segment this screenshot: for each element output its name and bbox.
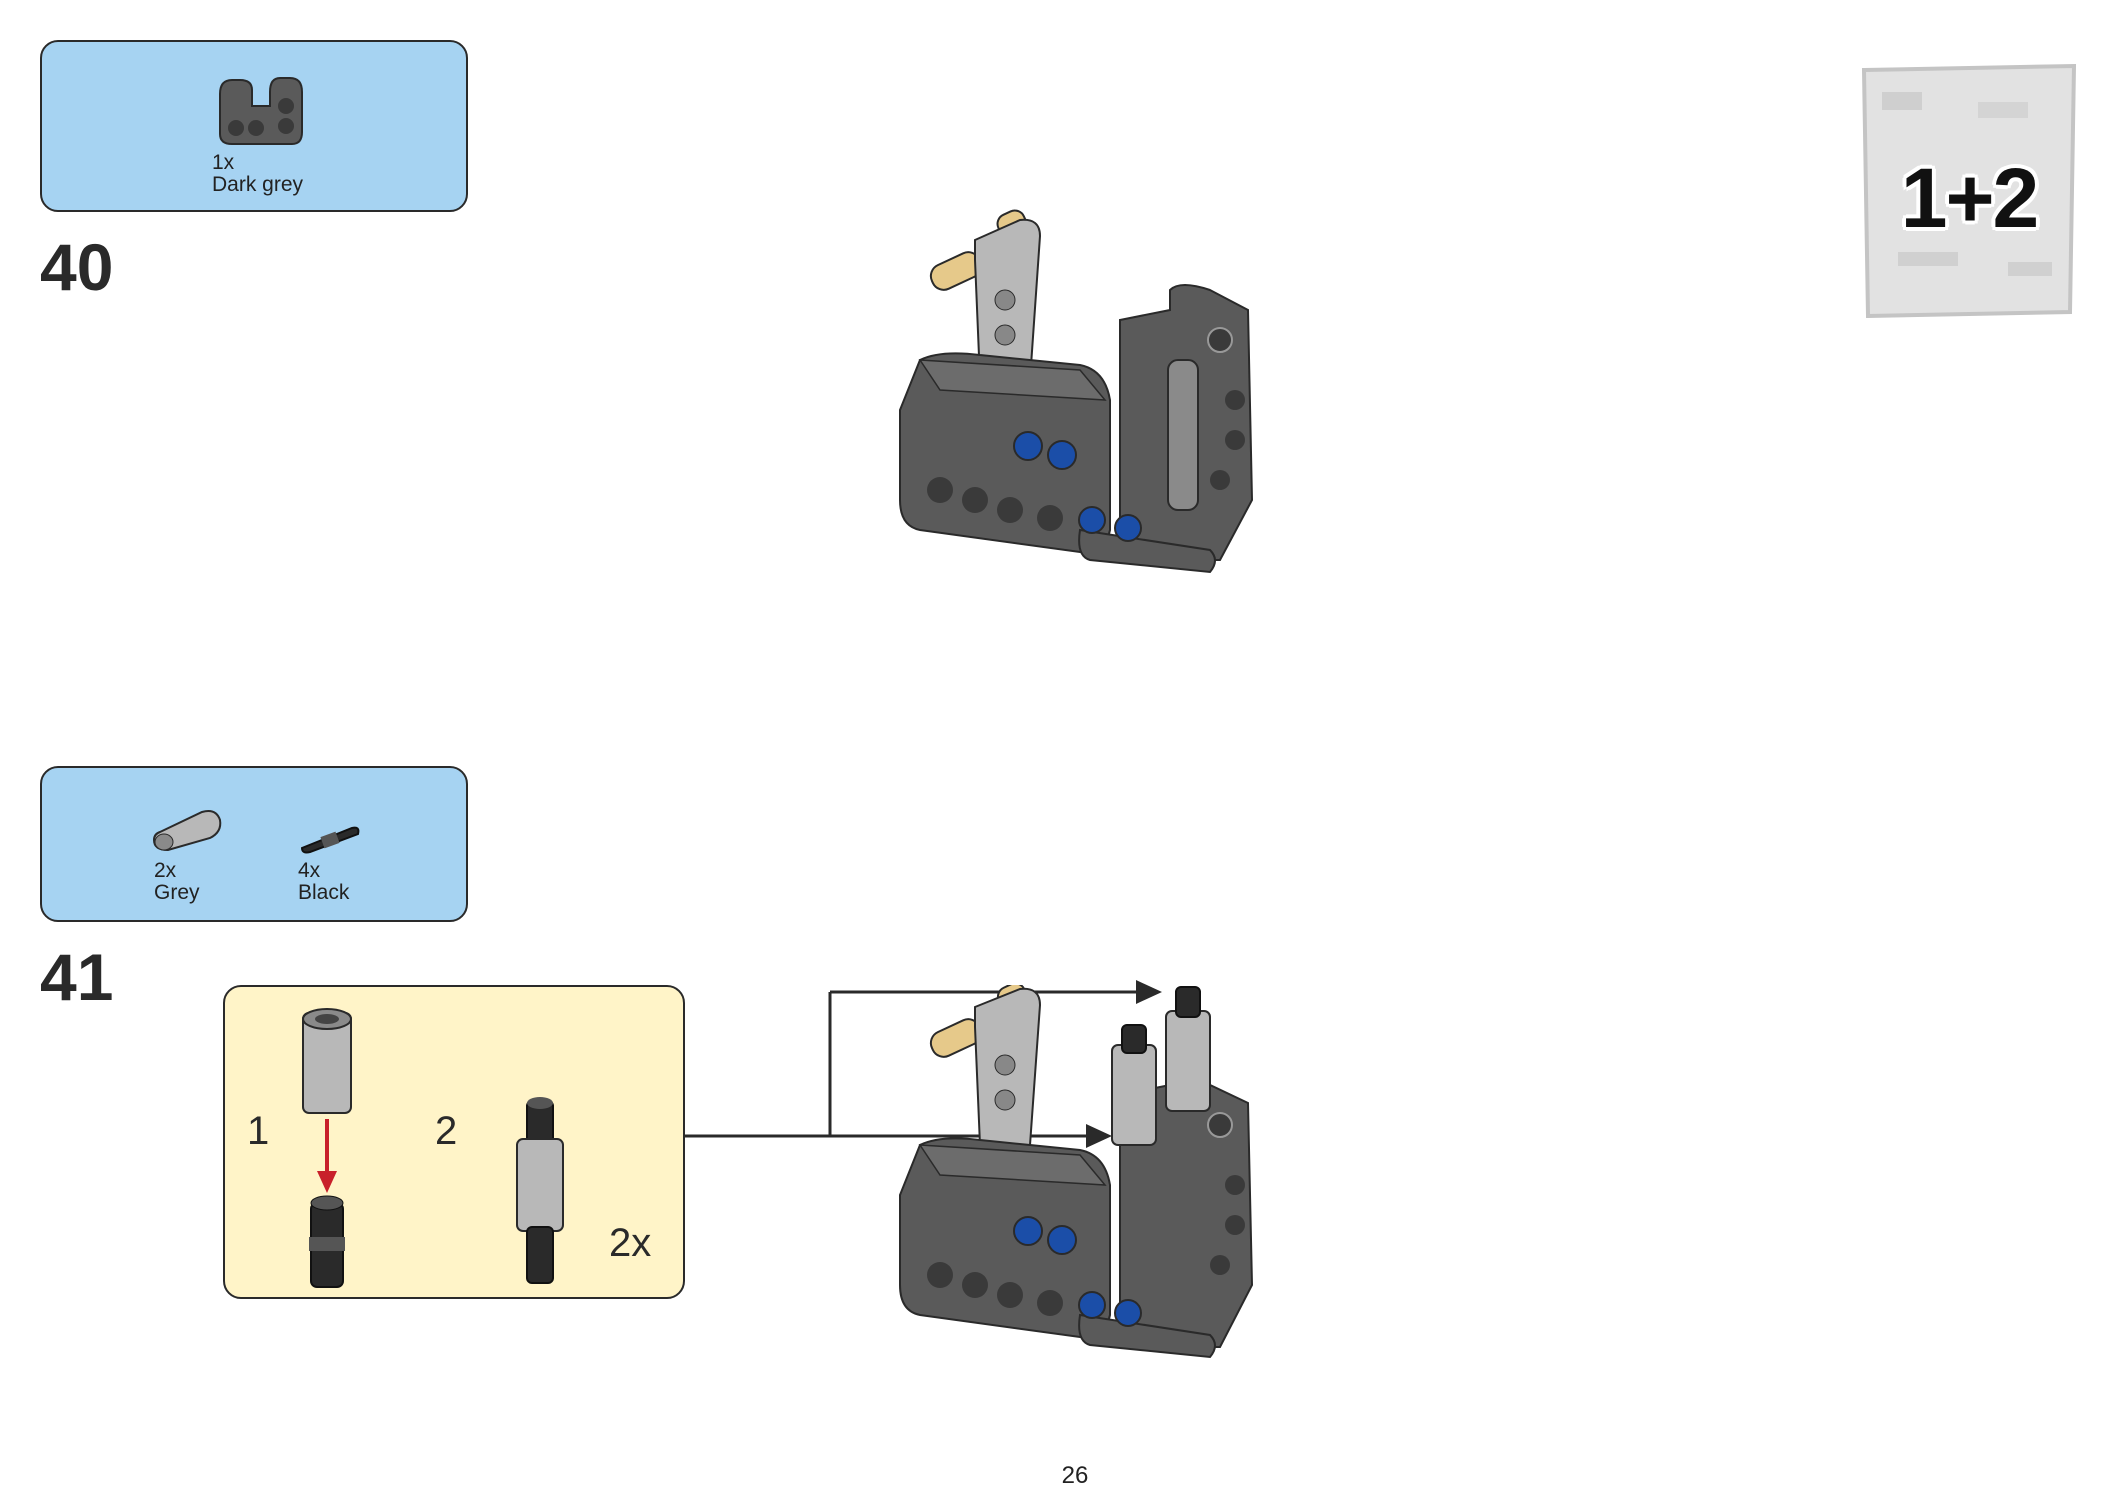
part-color: Grey [154, 881, 200, 904]
part-qty: 2x [154, 859, 177, 882]
parts-box-step-41: 2x Grey 4x Black [40, 766, 468, 922]
step-number-41: 41 [40, 940, 114, 1014]
pin-connector-icon [219, 77, 303, 145]
sub-assembly-callout: 1 2 2x [223, 985, 685, 1299]
part-qty: 1x [212, 151, 235, 174]
bag-number-label: 1+2 [1900, 151, 2040, 245]
sub-step-2-illustration [516, 1097, 564, 1284]
parts-bag-icon [1861, 63, 2077, 318]
axle-connector-icon [152, 810, 222, 852]
step-number-40: 40 [40, 230, 114, 304]
callout-connector-arrows [684, 980, 1162, 1148]
part-color: Black [298, 881, 350, 904]
callout-multiplier: 2x [609, 1221, 652, 1265]
part-qty: 4x [298, 859, 321, 882]
model-assembly-step-41 [899, 985, 1254, 1359]
sub-step-number-1: 1 [247, 1109, 270, 1153]
part-color: Dark grey [212, 173, 304, 196]
page-number: 26 [1061, 1462, 1089, 1489]
friction-pin-icon [300, 826, 360, 854]
sub-step-number-2: 2 [435, 1109, 458, 1153]
parts-box-step-40: 1x Dark grey [40, 40, 468, 212]
sub-step-1-illustration [302, 1008, 352, 1288]
model-assembly-step-40 [899, 209, 1254, 574]
